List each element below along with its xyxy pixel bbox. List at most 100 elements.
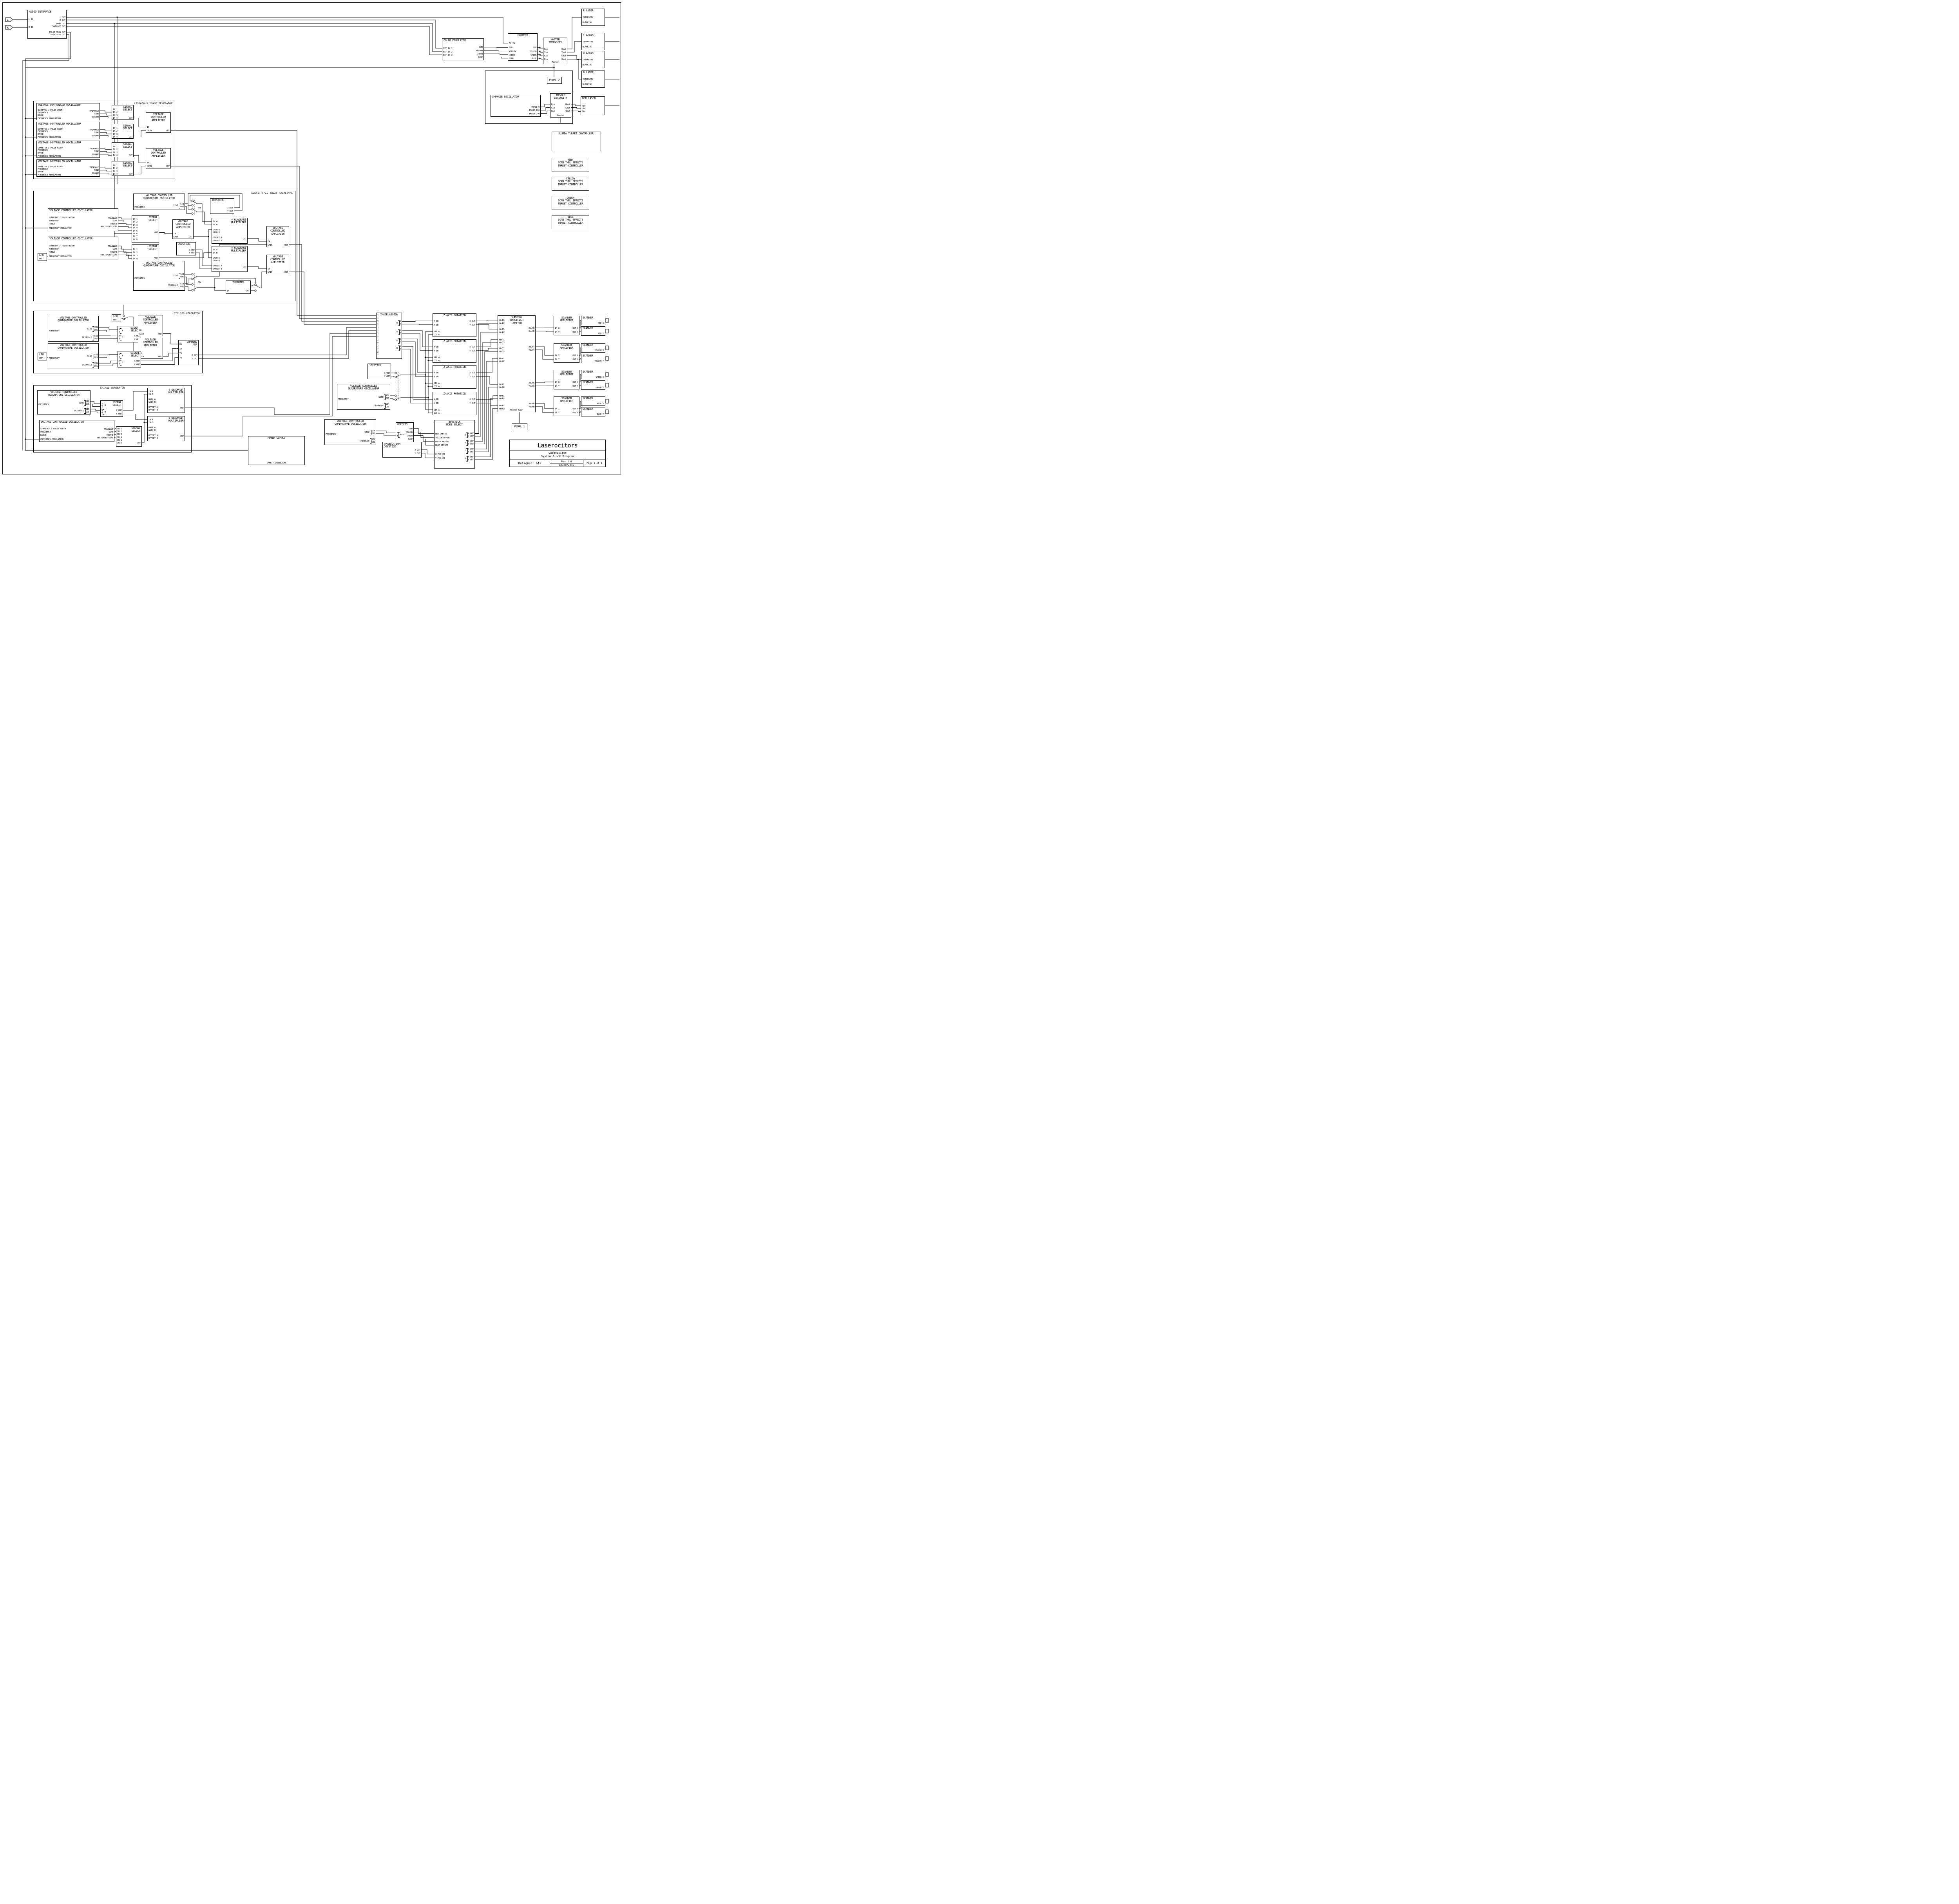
pin-in-3: IN 3 (133, 255, 138, 257)
sc8-title: SCANNER (583, 407, 593, 411)
wire (579, 331, 581, 332)
wire (402, 346, 433, 400)
pin-intensity: INTENSITY (583, 78, 593, 81)
junction-dot (116, 16, 118, 18)
pin-frequency-modulation: FREQUENCY MODULATION (38, 174, 61, 176)
pin-x-out: X OUT (415, 449, 420, 451)
pin-x1: X1 (179, 343, 182, 346)
pin-range: RANGE (40, 434, 46, 436)
pin-in-6: IN 6 (117, 442, 122, 445)
sc3-title: SCANNER (583, 344, 593, 347)
wire (67, 20, 442, 49)
pin-in-1: IN 1 (113, 127, 118, 130)
wire (579, 358, 581, 360)
wire (124, 317, 129, 319)
pin-in-4: IN 4 (113, 173, 118, 176)
vco-l4-title: VOLTAGE CONTROLLED OSCILLATOR (38, 160, 81, 163)
wire (567, 59, 581, 80)
wire (185, 277, 191, 285)
wire (118, 254, 132, 259)
pin-yellow: YELLOW (529, 50, 536, 53)
pin-in-2: IN 2 (113, 148, 118, 151)
wire (376, 433, 396, 436)
pin-phase-120: PHASE 120 (529, 109, 540, 112)
pin-l-out: L OUT (60, 16, 65, 19)
pin-frequency: FREQUENCY (49, 248, 60, 251)
switch-contact-icon (395, 376, 397, 378)
wire (536, 346, 554, 356)
wire (475, 351, 498, 444)
wire (142, 422, 147, 443)
pin-red-offset: RED OFFSET (435, 433, 447, 435)
pin-triangle: TRIANGLE (89, 129, 99, 131)
junction-dot (539, 51, 541, 52)
pin-in-a: IN A (213, 221, 217, 223)
pin-bin: Bin (551, 110, 555, 113)
pin-y-pos-in: Y POS IN (435, 457, 445, 460)
wire (536, 403, 554, 409)
sc2-title: SCANNER (583, 327, 593, 330)
wire (22, 34, 69, 451)
vco-r1-title: VOLTAGE CONTROLLED OSCILLATOR (49, 209, 92, 212)
sc1-title: SCANNER (583, 316, 593, 319)
pin-xing1: XinG1 (499, 357, 505, 360)
wire (91, 409, 100, 411)
pin-frequency: FREQUENCY (38, 149, 48, 152)
wire (163, 333, 178, 344)
pin-gain-a: GAIN A (148, 426, 156, 429)
pin-out: OUT (180, 435, 184, 438)
off-title: OFFSETS (397, 423, 408, 426)
pin-xiny2: XinY2 (499, 341, 505, 344)
pin-in-x: IN X (555, 381, 559, 384)
pin-in-1: IN 1 (133, 218, 138, 221)
pin-frequency: FREQUENCY (38, 168, 48, 171)
pin-triangle: TRIANGLE (89, 147, 99, 150)
pin-ext-in-2: EXT IN 2 (443, 51, 453, 53)
pin-gain-a: GAIN A (148, 398, 156, 401)
junction-dot (425, 374, 426, 376)
pin-in-3: IN 3 (113, 114, 118, 117)
pin-xoutr: XoutR (529, 327, 534, 330)
sum-l-bottom-label: Master Gain (510, 409, 523, 411)
sc7-bottom-label: BLUE X (597, 403, 604, 405)
pin-in: IN (147, 162, 149, 165)
pin-sin-a: SIN A (434, 356, 440, 359)
pin-x-in: X IN (434, 398, 438, 401)
pin-cos-a: COS A (434, 360, 440, 362)
wire (567, 17, 581, 49)
wire (475, 332, 498, 436)
pin-square: SQUARE (92, 134, 99, 137)
pin-bin: Bin (582, 110, 585, 113)
pin-frequency: FREQUENCY (38, 130, 48, 133)
lum: LUMIA TURRET CONTROLLER (552, 132, 601, 151)
pin-y-out: Y OUT (134, 364, 140, 366)
pin-gin: Gin (544, 55, 548, 58)
pin-square: SQUARE (110, 223, 117, 225)
